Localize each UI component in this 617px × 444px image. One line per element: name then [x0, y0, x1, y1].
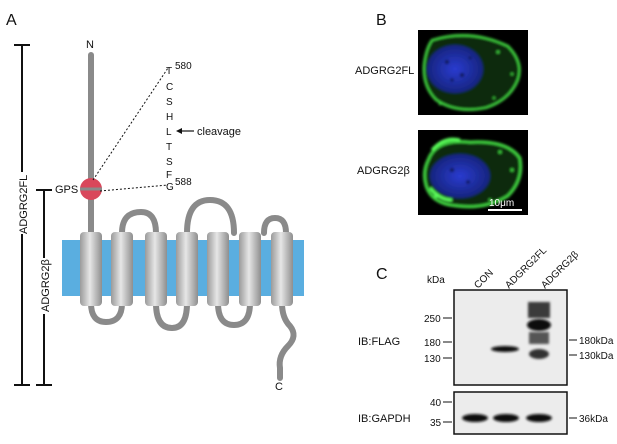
- marker-250: 250: [424, 314, 441, 325]
- panel-b: B ADGRG2FL: [355, 12, 528, 215]
- n-terminus-label: N: [86, 39, 94, 51]
- bracket-beta-label: ADGRG2β: [40, 259, 52, 312]
- gapdh-band-full-length: [493, 414, 519, 422]
- lane-label-con: CON: [472, 268, 496, 292]
- loops: [88, 196, 297, 381]
- marker-180: 180: [424, 338, 441, 349]
- band-beta-180: [527, 319, 551, 331]
- bracket-full-label: ADGRG2FL: [18, 175, 30, 234]
- start-position: 580: [175, 61, 192, 72]
- residue: C: [166, 82, 173, 93]
- helix-5: [207, 232, 229, 306]
- helix-4: [176, 232, 198, 306]
- arrow-left-icon: [176, 128, 182, 134]
- residue: G: [166, 182, 174, 193]
- gapdh-band-beta: [526, 414, 552, 422]
- helix-7: [271, 232, 293, 306]
- gps-label: GPS: [55, 184, 78, 196]
- micrograph-label-full-length: ADGRG2FL: [355, 65, 414, 77]
- residue: T: [166, 142, 172, 153]
- zoom-line-top: [92, 67, 169, 181]
- micrograph-label-beta: ADGRG2β: [357, 165, 410, 177]
- right-marker-36kda: 36kDa: [579, 414, 608, 425]
- ib-gapdh-label: IB:GAPDH: [358, 413, 411, 425]
- c-terminus-label: C: [275, 381, 283, 393]
- cleavage-arrow: cleavage: [176, 126, 241, 138]
- scale-bar-label: 10μm: [489, 198, 514, 209]
- marker-130: 130: [424, 354, 441, 365]
- residue: S: [166, 157, 173, 168]
- panel-c: C kDa CON ADGRG2FL ADGRG2β 250 180 130 I…: [358, 245, 614, 435]
- gapdh-blot: [453, 391, 568, 435]
- helix-3: [145, 232, 167, 306]
- micrograph-beta: 10μm: [418, 130, 528, 215]
- residue: H: [166, 112, 173, 123]
- right-marker-130kda: 130kDa: [579, 351, 614, 362]
- panel-c-letter: C: [376, 266, 388, 283]
- kda-label: kDa: [427, 275, 445, 286]
- band-beta-smear-mid: [529, 332, 549, 344]
- marker-40: 40: [430, 398, 442, 409]
- micrograph-full-length: [418, 30, 528, 115]
- right-marker-180kda: 180kDa: [579, 336, 614, 347]
- cleavage-site-sequence: T C S H L T S F G 580 588: [166, 61, 192, 193]
- helix-6: [239, 232, 261, 306]
- residue: T: [166, 66, 172, 77]
- band-beta-130: [529, 349, 549, 359]
- zoom-line-bottom: [99, 184, 169, 192]
- band-beta-smear-top: [528, 302, 550, 318]
- transmembrane-helices: [80, 232, 293, 306]
- bracket-beta: ADGRG2β: [35, 189, 53, 386]
- panel-a-letter: A: [6, 12, 17, 29]
- band-full-length-180: [491, 346, 519, 352]
- residue: S: [166, 97, 173, 108]
- bracket-full-length: ADGRG2FL: [13, 44, 31, 386]
- helix-1: [80, 232, 102, 306]
- marker-35: 35: [430, 418, 442, 429]
- panel-a: A ADGRG2FL ADGRG2β N: [6, 12, 304, 393]
- cleavage-label: cleavage: [197, 126, 241, 138]
- ib-flag-label: IB:FLAG: [358, 336, 400, 348]
- flag-blot: [453, 289, 568, 386]
- residue: F: [166, 170, 172, 181]
- residue: L: [166, 127, 172, 138]
- panel-b-letter: B: [376, 12, 387, 29]
- end-position: 588: [175, 177, 192, 188]
- gapdh-band-con: [462, 414, 488, 422]
- helix-2: [111, 232, 133, 306]
